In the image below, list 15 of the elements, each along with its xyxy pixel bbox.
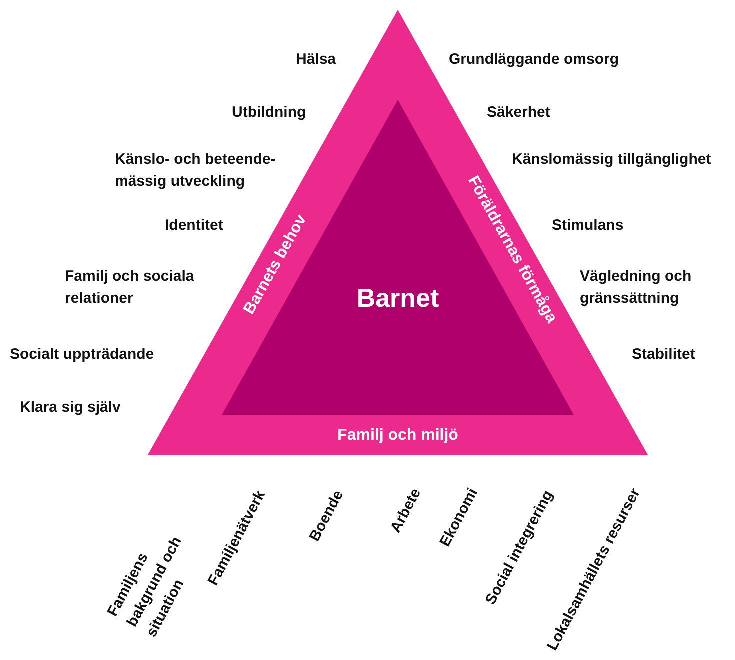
item-label: Stabilitet bbox=[632, 345, 696, 365]
item-label: Vägledning och gränssättning bbox=[580, 267, 693, 309]
triangle-label: Familj och miljö bbox=[338, 428, 458, 444]
item-label: Grundläggande omsorg bbox=[449, 50, 620, 70]
item-label: Familj och sociala relationer bbox=[65, 267, 196, 309]
item-label: Hälsa bbox=[296, 50, 336, 70]
item-label: Stimulans bbox=[552, 216, 624, 236]
item-label: Känslomässig tillgänglighet bbox=[512, 150, 712, 170]
item-label: Säkerhet bbox=[487, 103, 550, 123]
item-label: Socialt uppträdande bbox=[10, 345, 154, 365]
item-label: Utbildning bbox=[232, 103, 306, 123]
triangle-label: Barnet bbox=[356, 285, 440, 311]
item-label: Klara sig själv bbox=[20, 398, 121, 418]
item-label: Identitet bbox=[165, 216, 224, 236]
item-label: Känslo- och beteende- mässig utveckling bbox=[115, 150, 277, 192]
